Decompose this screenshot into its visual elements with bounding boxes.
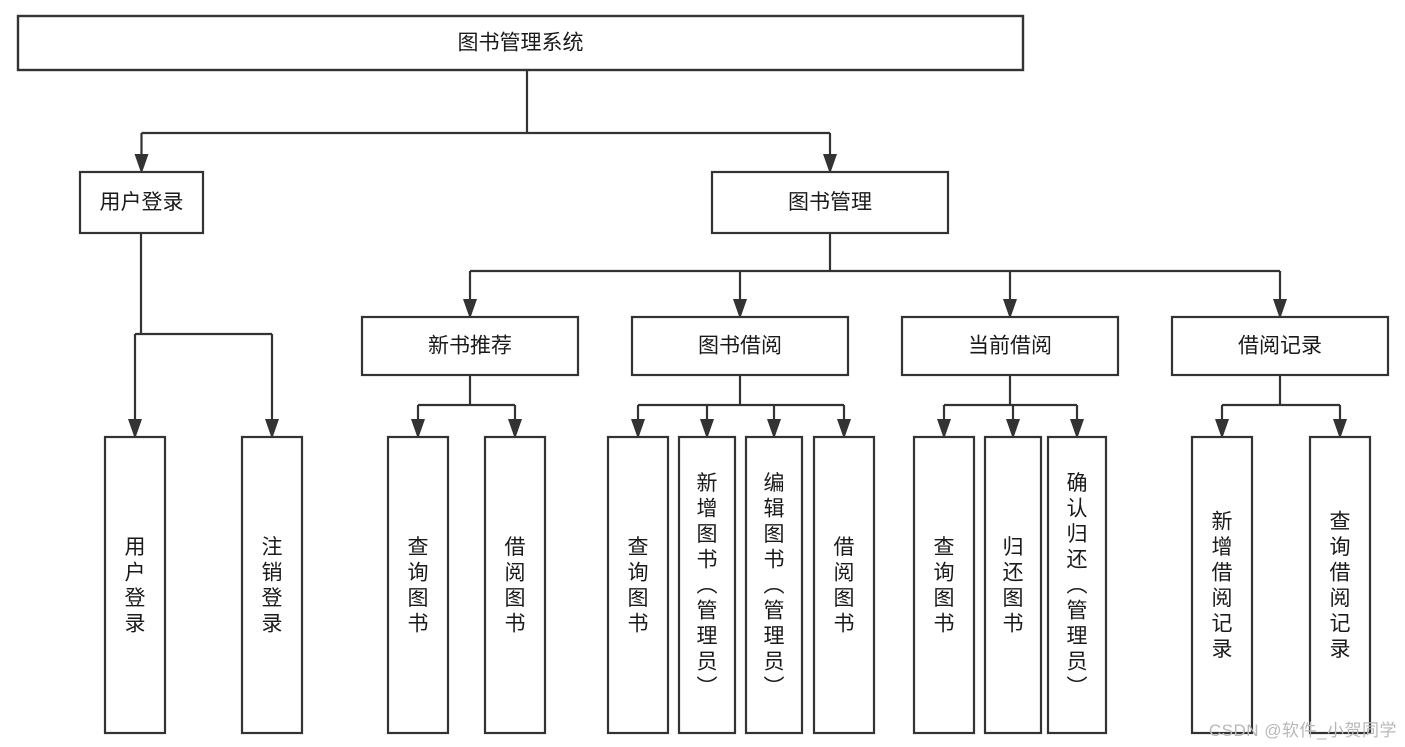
node-user-login[interactable]: 用户登录	[78, 170, 205, 235]
node-box[interactable]	[900, 315, 1120, 377]
arrow-head	[1006, 419, 1020, 439]
node-label: 新书推荐	[428, 335, 512, 358]
node-label: 归还图书	[1003, 536, 1024, 636]
node-box[interactable]	[630, 315, 850, 377]
arrow-head	[767, 419, 781, 439]
node-leaf-edit-book[interactable]: 编辑图书︵管理员︶	[744, 435, 804, 735]
node-label: 注销登录	[262, 536, 283, 636]
node-leaf-query-book-cur[interactable]: 查询图书	[912, 435, 976, 735]
node-box[interactable]	[386, 435, 450, 735]
node-box[interactable]	[16, 14, 1025, 72]
arrow-head	[937, 419, 951, 439]
node-box[interactable]	[1308, 435, 1372, 735]
node-label: 借阅图书	[834, 536, 855, 636]
node-leaf-query-book-rec[interactable]: 查询图书	[386, 435, 450, 735]
connector-group-bar-book-borrow	[631, 375, 851, 439]
node-label: 确认归还︵管理员︶	[1067, 472, 1088, 699]
arrow-head	[411, 419, 425, 439]
arrow-head	[837, 419, 851, 439]
connector-group-bar-book-manage	[463, 233, 1287, 319]
node-box[interactable]	[912, 435, 976, 735]
arrow-head	[1333, 419, 1347, 439]
node-box[interactable]	[1170, 315, 1390, 377]
node-label: 用户登录	[125, 536, 146, 636]
node-label: 用户登录	[100, 191, 184, 214]
node-leaf-user-login[interactable]: 用户登录	[103, 435, 167, 735]
node-box[interactable]	[240, 435, 304, 735]
node-leaf-borrow-book-bor[interactable]: 借阅图书	[812, 435, 876, 735]
node-label: 借阅记录	[1238, 335, 1322, 358]
arrow-head	[134, 154, 149, 174]
arrow-head	[1273, 299, 1287, 319]
node-box[interactable]	[1190, 435, 1254, 735]
arrow-head	[1003, 299, 1017, 319]
node-leaf-return-book[interactable]: 归还图书	[983, 435, 1043, 735]
node-label: 编辑图书︵管理员︶	[764, 472, 785, 699]
watermark-label: CSDN @软件_小贺同学	[1208, 721, 1397, 740]
node-leaf-query-record[interactable]: 查询借阅记录	[1308, 435, 1372, 735]
arrow-head	[700, 419, 714, 439]
node-book-borrow[interactable]: 图书借阅	[630, 315, 850, 377]
arrow-head	[733, 299, 747, 319]
arrow-head	[463, 299, 477, 319]
node-label: 查询图书	[934, 536, 955, 636]
arrow-head	[1215, 419, 1229, 439]
node-box[interactable]	[983, 435, 1043, 735]
node-box[interactable]	[360, 315, 580, 377]
node-box[interactable]	[1046, 435, 1108, 735]
arrow-head	[128, 419, 142, 439]
arrow-head	[823, 154, 837, 174]
arrow-head	[631, 419, 645, 439]
node-label: 图书借阅	[698, 335, 782, 358]
node-leaf-add-record[interactable]: 新增借阅记录	[1190, 435, 1254, 735]
node-label: 新增图书︵管理员︶	[697, 472, 718, 699]
node-root[interactable]: 图书管理系统	[16, 14, 1025, 72]
node-leaf-query-book-bor[interactable]: 查询图书	[606, 435, 670, 735]
node-box[interactable]	[812, 435, 876, 735]
node-leaf-user-logout[interactable]: 注销登录	[240, 435, 304, 735]
node-box[interactable]	[483, 435, 547, 735]
connector-group-bar-new-book-rec	[411, 375, 522, 439]
node-box[interactable]	[744, 435, 804, 735]
node-label: 新增借阅记录	[1212, 510, 1233, 661]
connector-group-bar-current-borrow	[937, 375, 1084, 439]
node-label: 查询图书	[628, 536, 649, 636]
arrow-head	[1070, 419, 1084, 439]
node-box[interactable]	[78, 170, 205, 235]
connector-group-bar-root	[134, 70, 837, 174]
node-box[interactable]	[103, 435, 167, 735]
node-book-manage[interactable]: 图书管理	[710, 170, 950, 235]
node-leaf-borrow-book-rec[interactable]: 借阅图书	[483, 435, 547, 735]
node-box[interactable]	[606, 435, 670, 735]
node-label: 查询图书	[408, 536, 429, 636]
node-current-borrow[interactable]: 当前借阅	[900, 315, 1120, 377]
node-label: 借阅图书	[505, 536, 526, 636]
node-label: 当前借阅	[968, 335, 1052, 358]
node-leaf-confirm-return[interactable]: 确认归还︵管理员︶	[1046, 435, 1108, 735]
connector-group-bar-user-login	[128, 233, 279, 439]
node-box[interactable]	[710, 170, 950, 235]
connector-group-bar-borrow-record	[1215, 375, 1347, 439]
arrow-head	[508, 419, 522, 439]
node-label: 查询借阅记录	[1330, 510, 1351, 661]
node-new-book-rec[interactable]: 新书推荐	[360, 315, 580, 377]
node-label: 图书管理系统	[458, 32, 584, 55]
node-layer: 图书管理系统用户登录图书管理新书推荐图书借阅当前借阅借阅记录用户登录注销登录查询…	[16, 14, 1390, 735]
arrow-head	[265, 419, 279, 439]
node-box[interactable]	[677, 435, 737, 735]
node-leaf-add-book[interactable]: 新增图书︵管理员︶	[677, 435, 737, 735]
node-borrow-record[interactable]: 借阅记录	[1170, 315, 1390, 377]
connector-layer	[128, 70, 1347, 439]
node-label: 图书管理	[788, 191, 872, 214]
